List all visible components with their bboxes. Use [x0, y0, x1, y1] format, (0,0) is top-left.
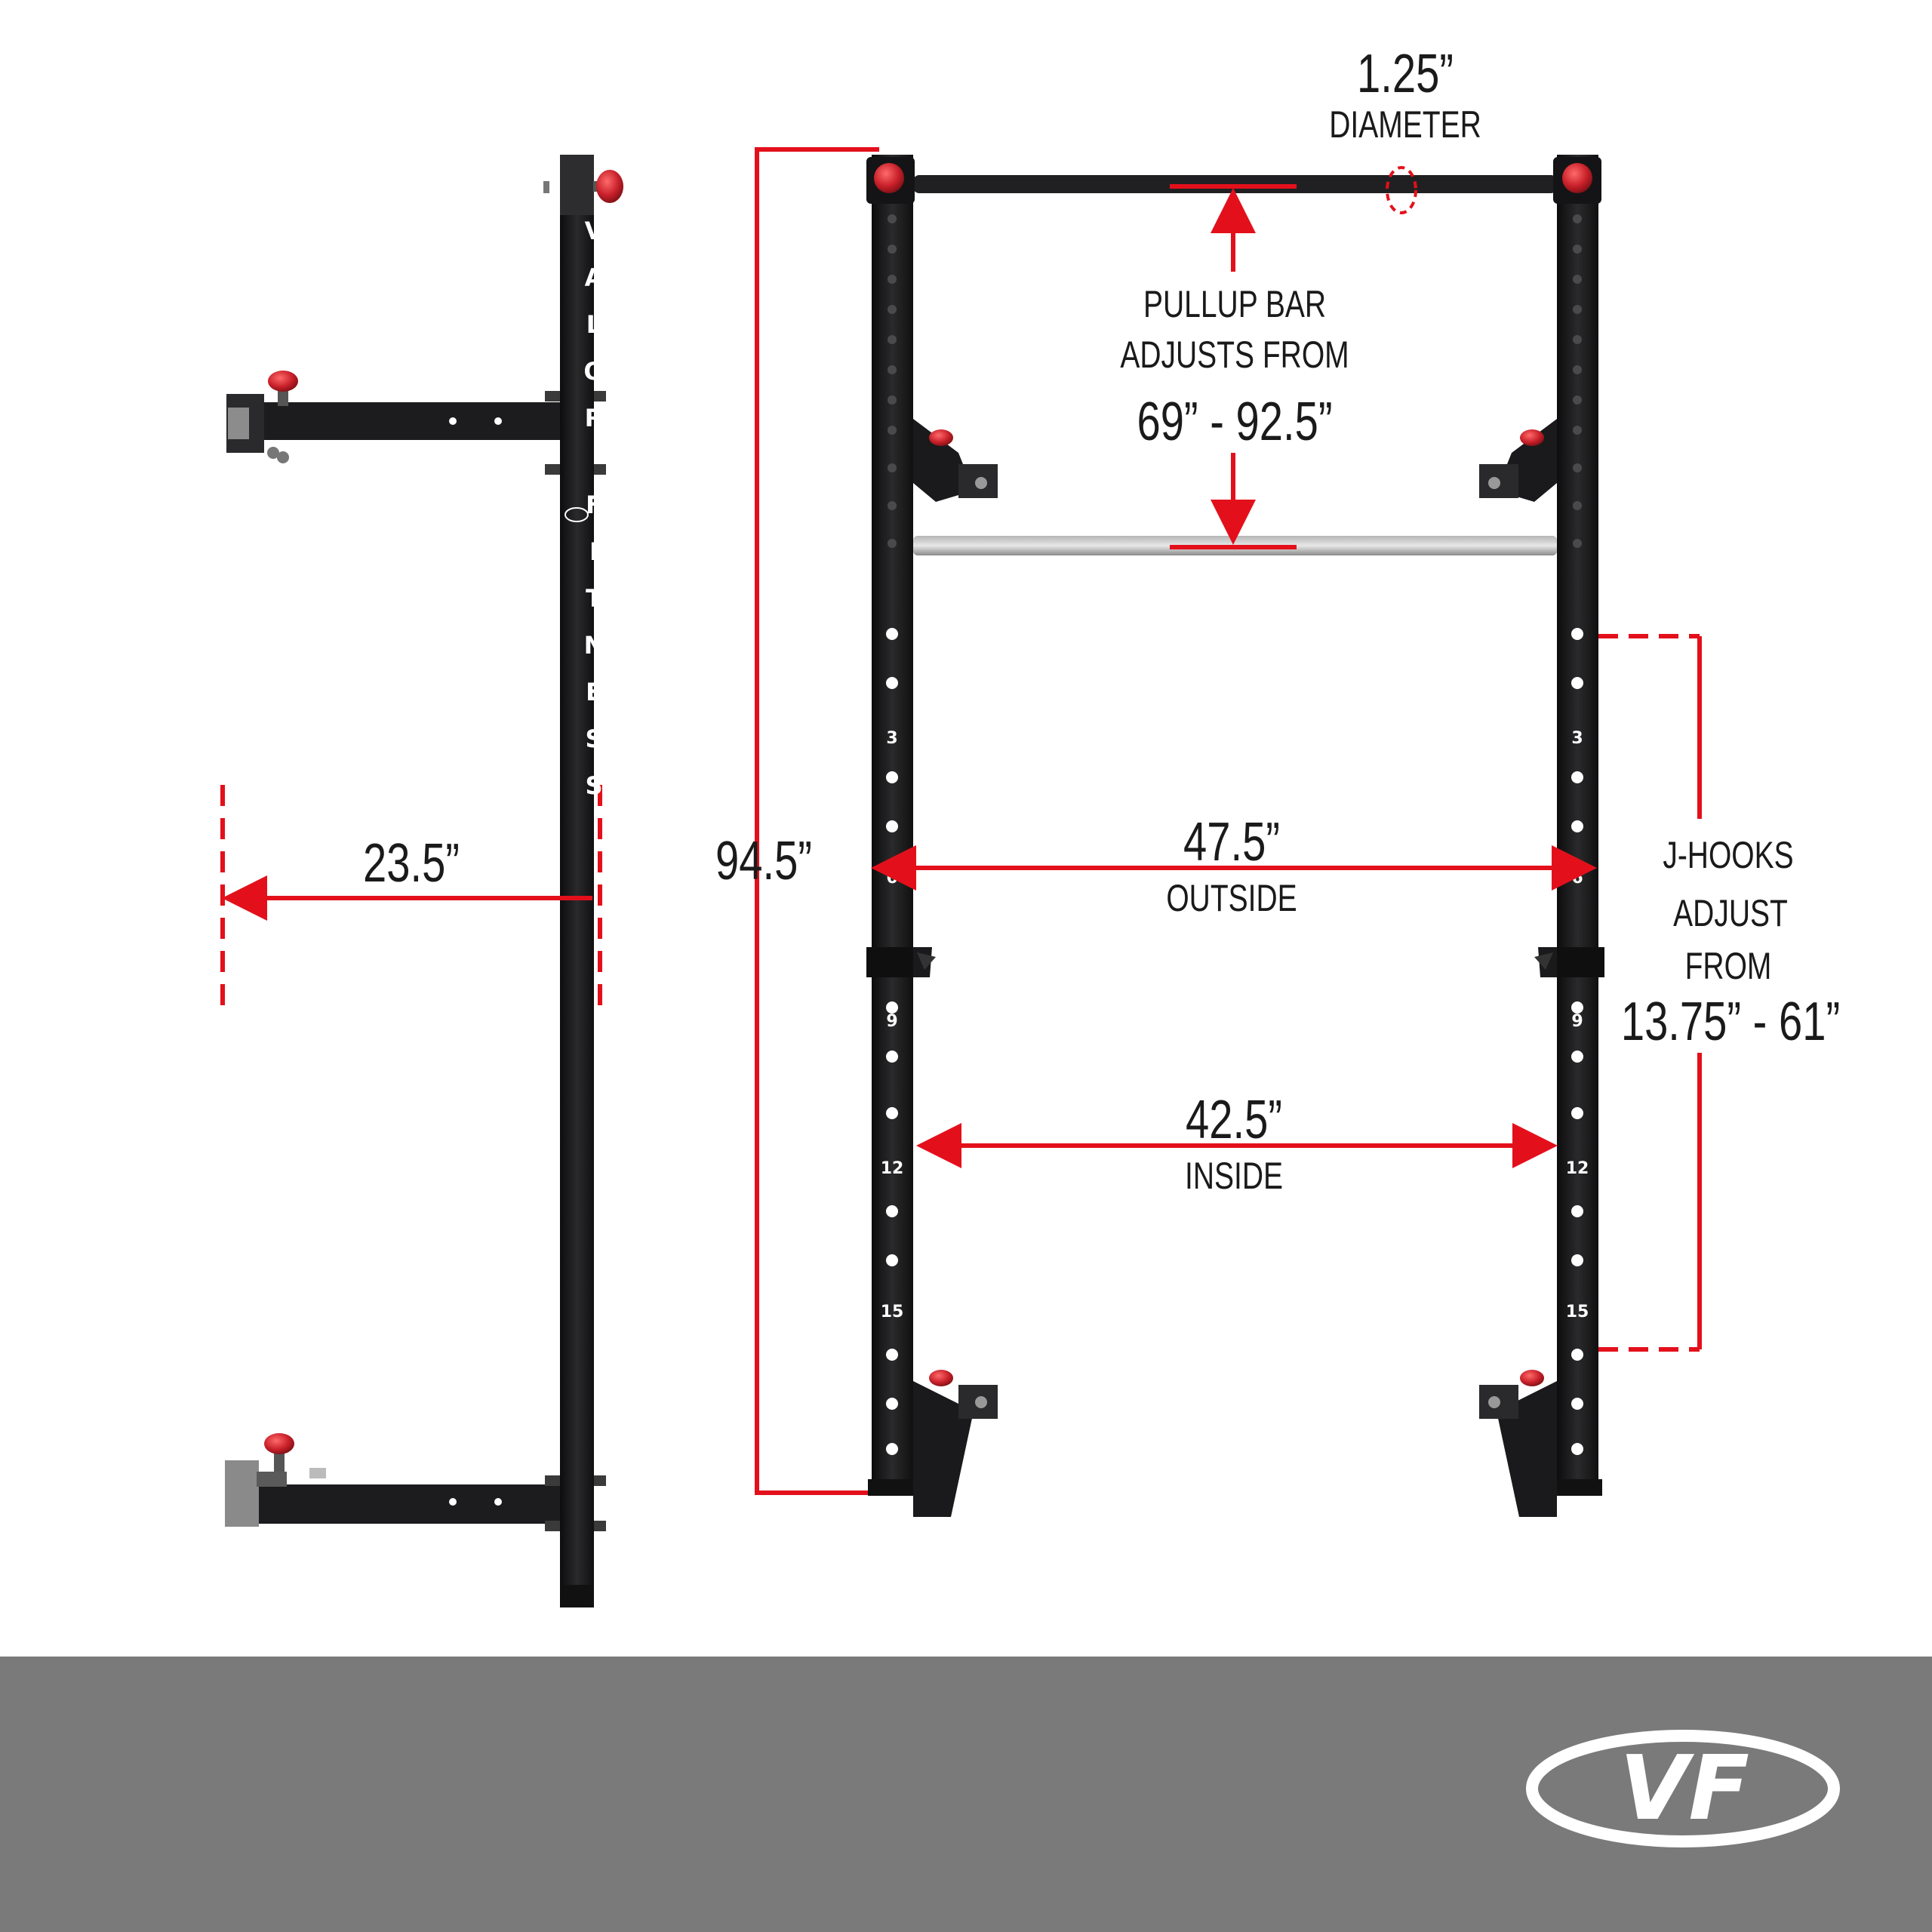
height-label: 94.5” [715, 831, 813, 891]
jhooks-range-value: 13.75” - 61” [1620, 992, 1841, 1052]
side-vf-badge [565, 507, 589, 522]
left-post [872, 155, 913, 1479]
side-post [560, 155, 594, 1607]
jhooks-label-line3: FROM [1684, 945, 1772, 987]
stencil-letter: R [584, 404, 604, 432]
vf-logo-ring [1526, 1730, 1840, 1847]
footer-band: VF [0, 1657, 1932, 1932]
diameter-value: 1.25” [1356, 44, 1454, 104]
stencil-letter: E [586, 678, 602, 706]
stencil-letter: I [589, 537, 598, 566]
side-brand-stencil: V A L O R F I T N E S S [575, 219, 613, 820]
hole-number-right-15: 15 [1566, 1303, 1589, 1321]
pullup-range-dimension [1170, 184, 1297, 549]
diameter-indicator [1386, 166, 1417, 214]
hole-number-left-12: 12 [881, 1159, 904, 1178]
hole-number-right-12: 12 [1566, 1159, 1589, 1178]
jhooks-label-line1: J-HOOKS [1663, 834, 1794, 876]
side-view-rack [225, 155, 623, 1607]
lower-arm [230, 1484, 562, 1524]
front-view-rack [866, 155, 1604, 1517]
diameter-label: DIAMETER [1329, 103, 1481, 146]
outside-width-value: 47.5” [1183, 812, 1281, 872]
stencil-letter: V [584, 217, 604, 245]
depth-label: 23.5” [362, 833, 460, 894]
hole-number-left-3: 3 [886, 729, 897, 748]
side-top-knob [596, 170, 623, 203]
stencil-letter: F [586, 491, 602, 519]
lower-arm-knob [264, 1433, 294, 1454]
stencil-letter: L [586, 310, 602, 339]
jhooks-range-bracket [1598, 634, 1702, 1352]
depth-dimension [220, 785, 602, 1015]
right-post [1557, 155, 1598, 1479]
pullup-label-line1: PULLUP BAR [1143, 283, 1327, 325]
stencil-letter: N [583, 631, 605, 660]
inside-width-value: 42.5” [1185, 1090, 1283, 1150]
height-dimension [755, 147, 879, 1495]
stencil-letter: S [585, 771, 603, 800]
inside-width-label: INSIDE [1184, 1155, 1284, 1197]
pullup-label-line2: ADJUSTS FROM [1120, 334, 1349, 376]
hole-number-left-6: 6 [886, 869, 897, 888]
hole-number-left-15: 15 [881, 1303, 904, 1321]
stencil-letter: A [584, 263, 604, 292]
stencil-letter: S [585, 724, 603, 753]
hole-number-right-9: 9 [1571, 1012, 1583, 1031]
stencil-letter: O [583, 357, 605, 386]
jhooks-label-line2: ADJUST [1673, 892, 1788, 934]
upper-arm [230, 402, 562, 440]
vf-logo-text: VF [1620, 1736, 1749, 1840]
outside-width-label: OUTSIDE [1166, 877, 1297, 919]
hole-number-right-3: 3 [1571, 729, 1583, 748]
hole-number-left-9: 9 [886, 1012, 897, 1031]
vf-logo: VF [1526, 1730, 1840, 1847]
pullup-left-knob [874, 163, 904, 193]
upper-arm-knob [268, 371, 298, 392]
pullup-right-knob [1562, 163, 1592, 193]
pullup-range-value: 69” - 92.5” [1137, 392, 1333, 452]
stencil-letter: T [586, 584, 602, 613]
hole-number-right-6: 6 [1571, 869, 1583, 888]
